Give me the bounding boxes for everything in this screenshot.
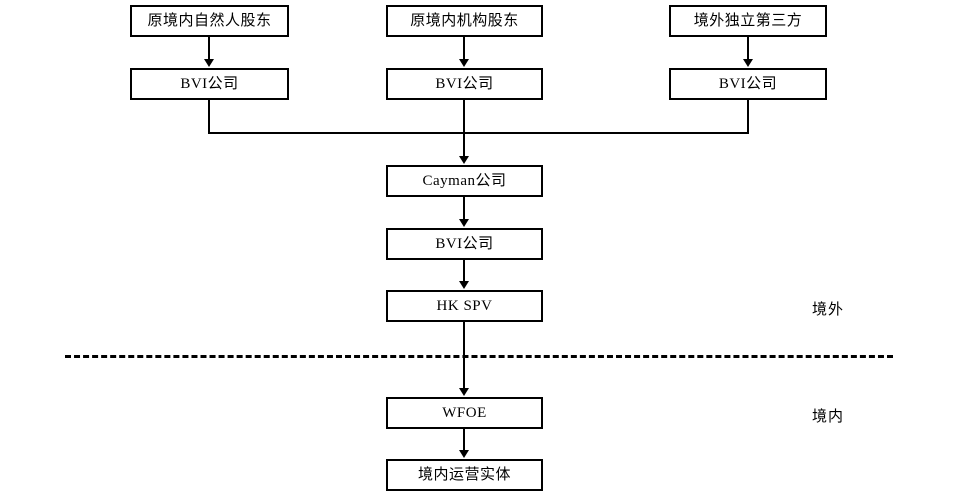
node-domestic-individual-shareholder[interactable]: 原境内自然人股东	[130, 5, 289, 37]
node-bvi-right[interactable]: BVI公司	[669, 68, 827, 100]
node-label: BVI公司	[180, 75, 239, 92]
connector-wfoe-to-operating-entity	[463, 429, 465, 451]
node-domestic-operating-entity[interactable]: 境内运营实体	[386, 459, 543, 491]
node-offshore-independent-third-party[interactable]: 境外独立第三方	[669, 5, 827, 37]
node-label: 境外独立第三方	[693, 12, 803, 29]
onshore-region-label: 境内	[812, 409, 845, 425]
node-domestic-institutional-shareholder[interactable]: 原境内机构股东	[386, 5, 543, 37]
connector-bvi-right-drop	[747, 100, 749, 134]
jurisdiction-boundary-line	[65, 355, 893, 358]
node-bvi-left[interactable]: BVI公司	[130, 68, 289, 100]
node-label: BVI公司	[435, 235, 494, 252]
node-bvi-holding[interactable]: BVI公司	[386, 228, 543, 260]
node-hk-spv[interactable]: HK SPV	[386, 290, 543, 322]
arrowhead-hk-spv-to-wfoe	[459, 388, 469, 396]
connector-thirdparty-to-bvi-right	[747, 37, 749, 60]
node-label: 境内运营实体	[417, 466, 511, 483]
connector-bvi-mid-drop	[463, 100, 465, 134]
node-cayman[interactable]: Cayman公司	[386, 165, 543, 197]
node-label: Cayman公司	[422, 172, 507, 189]
node-label: WFOE	[442, 404, 487, 421]
node-label: HK SPV	[436, 297, 493, 314]
connector-institutional-to-bvi-mid	[463, 37, 465, 60]
arrowhead-wfoe-to-operating-entity	[459, 450, 469, 458]
connector-bvi-left-drop	[208, 100, 210, 134]
connector-merge-bus	[208, 132, 749, 134]
connector-bvi-holding-to-hk-spv	[463, 260, 465, 282]
arrowhead-thirdparty-to-bvi-right	[743, 59, 753, 67]
node-label: BVI公司	[435, 75, 494, 92]
connector-cayman-to-bvi-holding	[463, 197, 465, 220]
arrowhead-individual-to-bvi-left	[204, 59, 214, 67]
arrowhead-institutional-to-bvi-mid	[459, 59, 469, 67]
node-wfoe[interactable]: WFOE	[386, 397, 543, 429]
arrowhead-bvi-holding-to-hk-spv	[459, 281, 469, 289]
arrowhead-cayman-to-bvi-holding	[459, 219, 469, 227]
node-bvi-mid[interactable]: BVI公司	[386, 68, 543, 100]
connector-individual-to-bvi-left	[208, 37, 210, 60]
node-label: BVI公司	[718, 75, 778, 92]
arrowhead-bus-to-cayman	[459, 156, 469, 164]
connector-bus-to-cayman	[463, 132, 465, 157]
offshore-region-label: 境外	[812, 302, 845, 318]
node-label: 原境内机构股东	[410, 12, 519, 29]
node-label: 原境内自然人股东	[147, 12, 272, 29]
